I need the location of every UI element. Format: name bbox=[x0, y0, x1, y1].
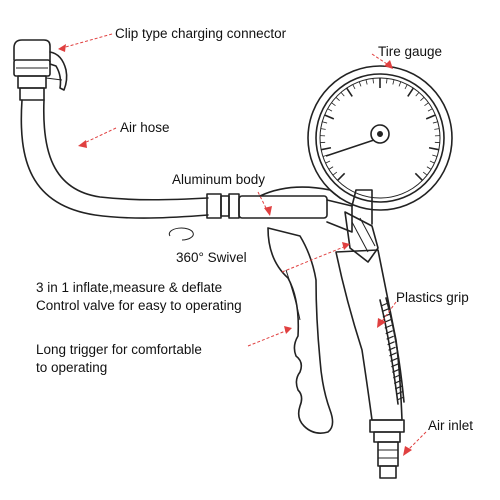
gauge-tick bbox=[434, 128, 440, 130]
labels: Clip type charging connector Tire gauge … bbox=[36, 26, 473, 433]
grip-ridge bbox=[389, 352, 397, 357]
gauge-tick bbox=[404, 84, 408, 90]
gauge-tick bbox=[324, 114, 335, 120]
label-clip-connector: Clip type charging connector bbox=[115, 26, 287, 41]
gauge-tick bbox=[428, 146, 440, 151]
grip-ridge bbox=[384, 324, 393, 329]
grip-ridge bbox=[394, 385, 403, 390]
label-tire-gauge: Tire gauge bbox=[378, 44, 442, 59]
gauge-ticks bbox=[320, 78, 440, 181]
gauge-tick bbox=[420, 96, 425, 101]
grip-ridge bbox=[388, 346, 396, 351]
grip-ridge bbox=[380, 302, 389, 307]
label-swivel: 360° Swivel bbox=[176, 250, 247, 265]
trigger bbox=[267, 227, 334, 434]
clip-connector bbox=[13, 39, 68, 101]
gauge-tick bbox=[320, 128, 326, 130]
gauge-tick bbox=[415, 92, 420, 97]
gauge-tick bbox=[325, 160, 331, 164]
grip-ridge bbox=[396, 396, 405, 401]
grip-ridge bbox=[392, 368, 400, 373]
grip-ridge bbox=[392, 374, 401, 379]
gauge-tick bbox=[346, 87, 353, 97]
label-plastics-grip: Plastics grip bbox=[396, 290, 469, 305]
handle bbox=[335, 249, 405, 421]
gauge-tick bbox=[322, 121, 328, 124]
grip-ridge bbox=[385, 330, 393, 335]
gauge-tick bbox=[365, 79, 368, 85]
leader-lines bbox=[58, 33, 427, 456]
gauge-tick bbox=[386, 78, 388, 84]
gauge-tick bbox=[429, 160, 435, 164]
gauge-needle bbox=[325, 137, 381, 157]
gauge-tick bbox=[427, 108, 433, 112]
gauge-tick bbox=[432, 121, 438, 124]
gauge-tick bbox=[332, 171, 338, 176]
grip-ridges bbox=[380, 302, 405, 401]
gauge-tick bbox=[398, 81, 402, 87]
gauge-tick bbox=[335, 96, 340, 101]
grip-ridge bbox=[386, 335, 394, 340]
label-air-hose: Air hose bbox=[120, 120, 170, 135]
gauge-tick bbox=[328, 166, 334, 170]
gauge-tick bbox=[337, 172, 346, 181]
label-trigger-line1: Long trigger for comfortable bbox=[36, 342, 202, 357]
gauge-tick bbox=[372, 78, 374, 84]
gauge-tick bbox=[358, 81, 362, 87]
gauge-tick bbox=[432, 154, 438, 157]
gauge-tick bbox=[422, 171, 428, 176]
gauge-tick bbox=[320, 146, 332, 151]
air-hose bbox=[20, 99, 209, 219]
gauge-tick bbox=[407, 87, 414, 97]
grip-ridge bbox=[391, 363, 399, 368]
grip-ridge bbox=[393, 379, 402, 384]
gauge-tick bbox=[331, 102, 336, 106]
gauge-tick bbox=[327, 108, 333, 112]
gauge-tick bbox=[425, 114, 436, 120]
label-trigger-line2: to operating bbox=[36, 360, 107, 375]
tire-gauge bbox=[307, 65, 453, 211]
gauge-tick bbox=[426, 166, 432, 170]
label-inflate-line2: Control valve for easy to operating bbox=[36, 298, 242, 313]
label-aluminum-body: Aluminum body bbox=[172, 172, 265, 187]
grip-ridge bbox=[381, 307, 390, 313]
gauge-tick bbox=[414, 172, 423, 181]
grip-ridge bbox=[387, 341, 395, 346]
control-valve bbox=[344, 211, 379, 263]
label-inflate-line1: 3 in 1 inflate,measure & deflate bbox=[36, 280, 222, 295]
label-air-inlet: Air inlet bbox=[428, 418, 473, 433]
grip-ridge bbox=[395, 390, 404, 396]
gauge-tick bbox=[392, 79, 395, 85]
gauge-stem bbox=[351, 189, 373, 225]
gauge-tick bbox=[340, 92, 345, 97]
air-inlet bbox=[369, 419, 405, 479]
gauge-tick bbox=[352, 84, 356, 90]
grip-ridge bbox=[390, 357, 398, 362]
gauge-tick bbox=[424, 102, 429, 106]
